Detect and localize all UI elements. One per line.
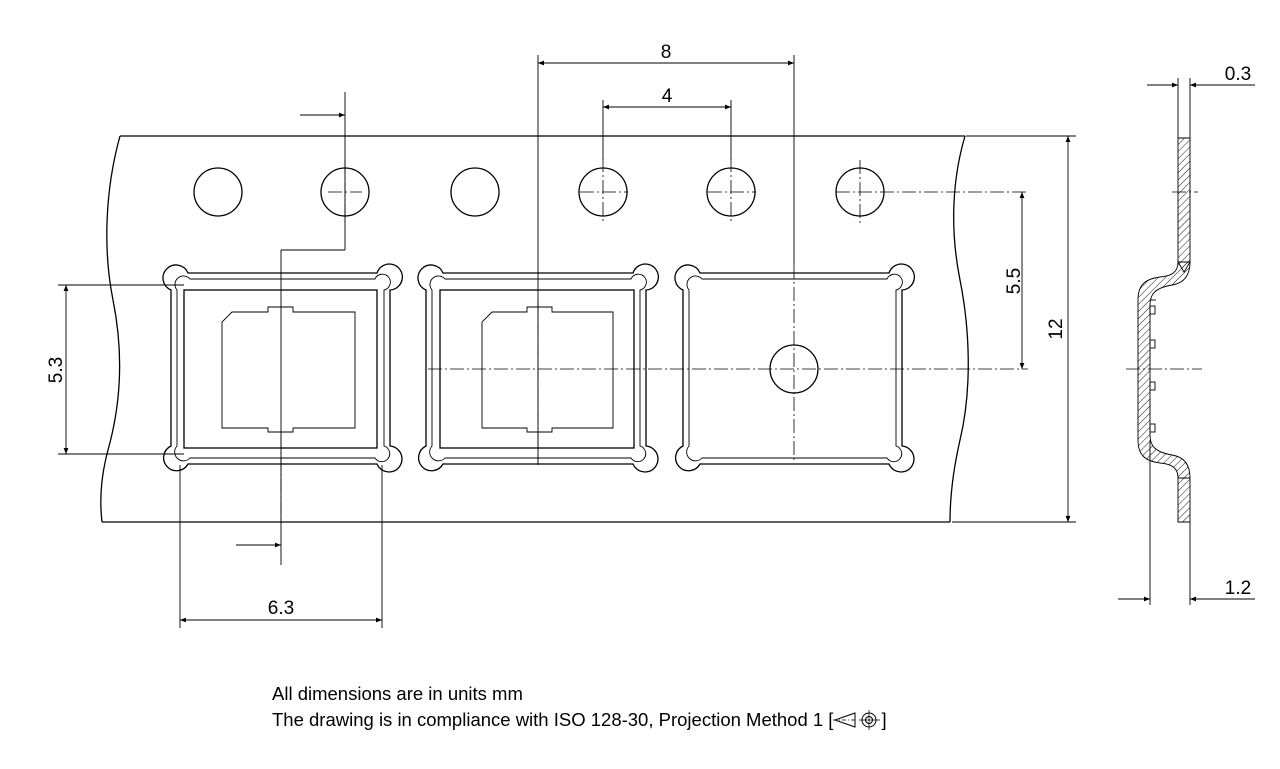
section-upper-flange — [1177, 137, 1191, 273]
dimension-label-0-3: 0.3 — [1225, 64, 1251, 85]
tape-body — [100, 135, 969, 523]
first-angle-projection-icon — [833, 710, 881, 730]
note-iso: The drawing is in compliance with ISO 12… — [272, 709, 887, 731]
dimension-12: 12 — [952, 135, 1076, 523]
dimension-label-5-5: 5.5 — [1004, 268, 1025, 294]
note-units: All dimensions are in units mm — [272, 683, 523, 705]
sprocket-holes — [193, 167, 885, 217]
section-line — [236, 92, 346, 565]
section-lower-flange — [1177, 477, 1191, 523]
note-units-text: All dimensions are in units mm — [272, 683, 523, 704]
dimension-label-1-2: 1.2 — [1225, 578, 1251, 599]
dimension-label-12: 12 — [1046, 318, 1067, 339]
dimension-6-3: 6.3 — [179, 465, 383, 628]
dimension-0-3: 0.3 — [1147, 64, 1255, 138]
dimension-5-5: 5.5 — [1004, 192, 1025, 369]
pocket-3 — [674, 263, 915, 473]
dimension-label-8: 8 — [661, 42, 672, 63]
component-outline — [481, 306, 614, 433]
note-iso-bracket: ] — [881, 709, 887, 730]
dimension-label-5-3: 5.3 — [46, 357, 67, 383]
sprocket-hole — [450, 167, 500, 217]
hole-center-lines — [328, 158, 1028, 224]
pocket-1 — [162, 263, 403, 473]
note-iso-text: The drawing is in compliance with ISO 12… — [272, 709, 834, 730]
section-pocket-wall — [1137, 261, 1191, 479]
dimension-label-6-3: 6.3 — [268, 598, 294, 619]
dimension-8: 8 — [537, 42, 795, 465]
dimension-1-2: 1.2 — [1118, 440, 1255, 605]
component-outline — [221, 306, 356, 433]
dimension-5-3: 5.3 — [46, 284, 184, 455]
dimension-label-4: 4 — [662, 86, 673, 107]
pocket-center-lines — [280, 265, 1028, 520]
side-section-view — [1126, 137, 1202, 523]
dimension-4: 4 — [602, 86, 732, 160]
sprocket-hole — [193, 167, 243, 217]
